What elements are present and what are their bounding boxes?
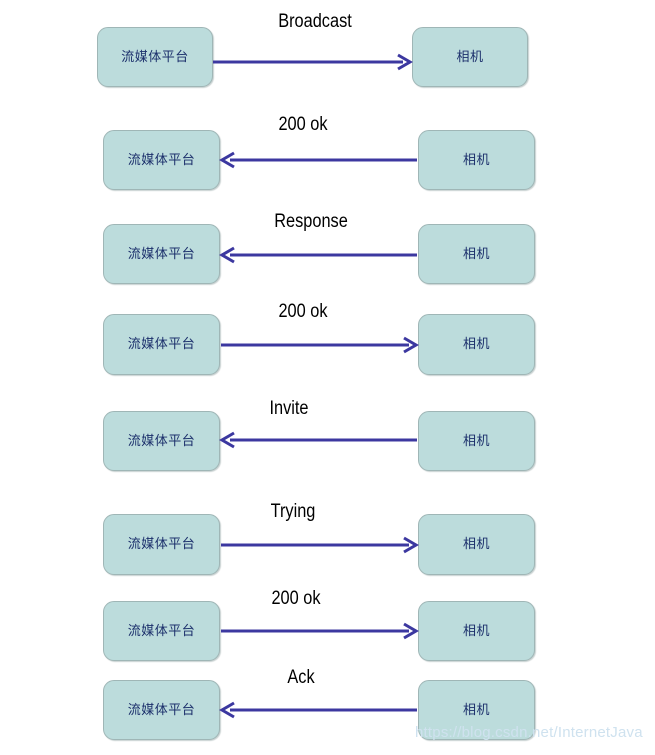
- node-box-label: 流媒体平台: [121, 49, 189, 65]
- node-box-label: 相机: [462, 152, 490, 168]
- message-arrow-leftward: [219, 151, 417, 169]
- watermark-text: https://blog.csdn.net/InternetJava: [415, 724, 643, 741]
- message-label: Trying: [270, 501, 316, 522]
- node-box-label: 相机: [456, 49, 484, 65]
- node-box-label: 相机: [462, 537, 490, 552]
- node-box-label: 相机: [462, 337, 490, 352]
- node-box-camera[interactable]: 相机: [418, 314, 535, 375]
- node-box-streaming-platform[interactable]: 流媒体平台: [103, 680, 220, 740]
- node-box-camera[interactable]: 相机: [418, 514, 535, 575]
- node-box-camera[interactable]: 相机: [412, 27, 528, 87]
- message-arrow-leftward: [219, 431, 417, 449]
- message-arrow-rightward: [213, 53, 413, 71]
- node-box-label: 流媒体平台: [127, 246, 196, 262]
- message-label: Broadcast: [278, 11, 352, 32]
- message-label: Invite: [269, 398, 309, 419]
- message-label: Response: [274, 211, 348, 232]
- node-box-camera[interactable]: 相机: [418, 130, 535, 190]
- node-box-camera[interactable]: 相机: [418, 224, 535, 284]
- message-label: 200 ok: [271, 588, 321, 609]
- message-arrow-leftward: [219, 246, 417, 264]
- message-arrow-rightward: [221, 336, 419, 354]
- node-box-streaming-platform[interactable]: 流媒体平台: [103, 514, 220, 575]
- message-arrow-rightward: [221, 536, 419, 554]
- node-box-camera[interactable]: 相机: [418, 601, 535, 661]
- node-box-label: 流媒体平台: [127, 702, 196, 718]
- node-box-label: 流媒体平台: [127, 537, 196, 552]
- node-box-streaming-platform[interactable]: 流媒体平台: [97, 27, 213, 87]
- node-box-label: 流媒体平台: [127, 152, 196, 168]
- node-box-label: 相机: [462, 623, 490, 639]
- node-box-streaming-platform[interactable]: 流媒体平台: [103, 314, 220, 375]
- message-arrow-rightward: [221, 622, 419, 640]
- node-box-streaming-platform[interactable]: 流媒体平台: [103, 130, 220, 190]
- node-box-label: 流媒体平台: [127, 433, 196, 449]
- node-box-label: 流媒体平台: [127, 337, 196, 352]
- node-box-camera[interactable]: 相机: [418, 680, 535, 740]
- node-box-streaming-platform[interactable]: 流媒体平台: [103, 224, 220, 284]
- node-box-streaming-platform[interactable]: 流媒体平台: [103, 411, 220, 471]
- node-box-label: 流媒体平台: [127, 623, 196, 639]
- node-box-label: 相机: [462, 433, 490, 449]
- message-label: Ack: [287, 667, 315, 688]
- message-label: 200 ok: [278, 301, 328, 322]
- message-arrow-leftward: [219, 701, 417, 719]
- node-box-camera[interactable]: 相机: [418, 411, 535, 471]
- message-label: 200 ok: [278, 114, 328, 135]
- node-box-label: 相机: [462, 246, 490, 262]
- node-box-streaming-platform[interactable]: 流媒体平台: [103, 601, 220, 661]
- node-box-label: 相机: [462, 702, 490, 718]
